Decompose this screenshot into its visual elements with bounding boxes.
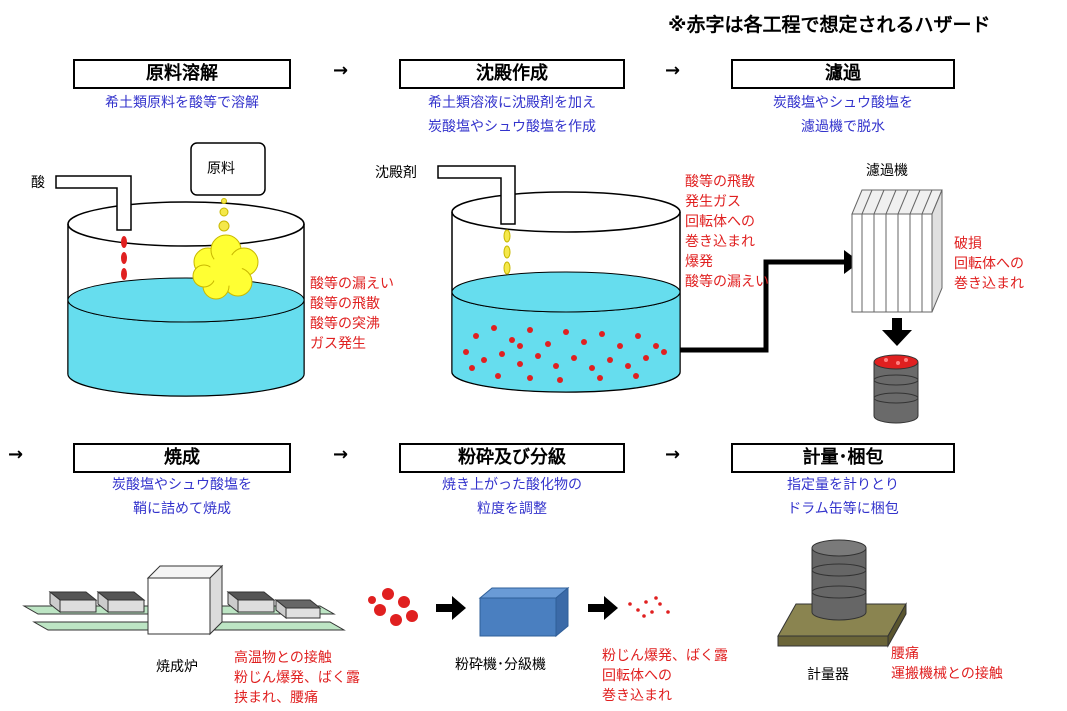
step-title-crushing: 粉砕及び分級 — [399, 443, 625, 473]
arrow-to-crusher — [436, 596, 466, 620]
flow-arrow-2: → — [665, 60, 681, 81]
packing-drum — [811, 539, 867, 621]
filter-press — [851, 189, 943, 313]
step-desc-dissolve-1: 希土類原料を酸等で溶解 — [105, 95, 259, 111]
label-raw-material: 原料 — [207, 161, 235, 177]
step-title-dissolve: 原料溶解 — [73, 59, 291, 89]
crusher-machine — [478, 586, 570, 638]
step-desc-filter-1: 炭酸塩やシュウ酸塩を — [773, 95, 913, 111]
oxide-particles — [368, 588, 418, 626]
step-desc-filter-2: 濾過機で脱水 — [801, 119, 885, 135]
hazard-firing: 高温物との接触 粉じん爆発、ばく露 挟まれ、腰痛 — [234, 650, 360, 706]
fine-particles — [628, 596, 670, 618]
arrow-from-crusher — [588, 596, 618, 620]
dissolve-tank — [67, 201, 305, 397]
label-scale: 計量器 — [807, 667, 849, 683]
step-desc-firing-2: 鞘に詰めて焼成 — [133, 501, 231, 517]
label-furnace: 焼成炉 — [156, 659, 198, 675]
hazard-precipitate: 酸等の飛散 発生ガス 回転体への 巻き込まれ 爆発 酸等の漏えい — [685, 174, 769, 290]
flow-arrow-5: → — [665, 444, 681, 465]
hazard-note: ※赤字は各工程で想定されるハザード — [668, 14, 991, 36]
step-desc-precipitate-2: 炭酸塩やシュウ酸塩を作成 — [428, 119, 596, 135]
hazard-filter: 破損 回転体への 巻き込まれ — [954, 236, 1024, 292]
flow-arrow-3: → — [8, 444, 24, 465]
hazard-packing: 腰痛 運搬機械との接触 — [891, 646, 1003, 682]
raw-material-box — [190, 142, 266, 196]
step-desc-precipitate-1: 希土類溶液に沈殿剤を加え — [428, 95, 596, 111]
label-crusher: 粉砕機･分級機 — [455, 657, 546, 673]
step-desc-packing-1: 指定量を計りとり — [787, 477, 899, 493]
acid-pipe — [55, 175, 132, 231]
furnace-body — [146, 564, 224, 636]
filter-drum — [873, 354, 919, 424]
step-desc-crushing-2: 粒度を調整 — [477, 501, 547, 517]
precipitate-particles — [463, 325, 667, 383]
label-filter: 濾過機 — [866, 163, 908, 179]
saggers-left — [48, 590, 146, 614]
step-title-filter: 濾過 — [731, 59, 955, 89]
hazard-crushing: 粉じん爆発、ばく露 回転体への 巻き込まれ — [602, 648, 728, 704]
step-desc-packing-2: ドラム缶等に梱包 — [787, 501, 899, 517]
transfer-pipe — [680, 259, 848, 353]
step-title-firing: 焼成 — [73, 443, 291, 473]
step-title-packing: 計量･梱包 — [731, 443, 955, 473]
gas-cloud — [192, 234, 259, 300]
flow-arrow-4: → — [333, 444, 349, 465]
flow-arrow-1: → — [333, 60, 349, 81]
label-precipitant: 沈殿剤 — [375, 165, 417, 181]
saggers-right — [226, 590, 322, 620]
step-desc-firing-1: 炭酸塩やシュウ酸塩を — [112, 477, 252, 493]
hazard-dissolve: 酸等の漏えい 酸等の飛散 酸等の突沸 ガス発生 — [310, 276, 394, 352]
label-acid: 酸 — [31, 175, 45, 191]
precipitant-pipe — [437, 165, 516, 225]
step-title-precipitate: 沈殿作成 — [399, 59, 625, 89]
step-desc-crushing-1: 焼き上がった酸化物の — [442, 477, 582, 493]
